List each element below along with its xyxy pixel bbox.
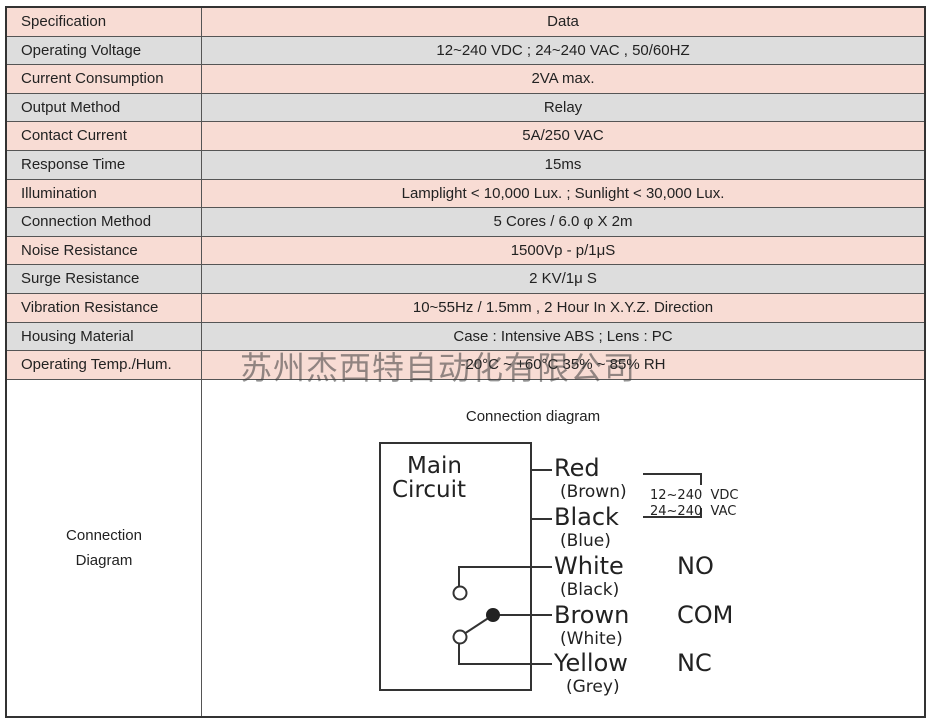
row-label: Vibration Resistance [7,294,202,322]
wire-brown-label: Brown [554,601,629,629]
connection-diagram-row: Connection Diagram Connection diagram [7,380,924,716]
contact-no-label: NO [677,552,714,580]
table-row: Connection Method 5 Cores / 6.0 φ X 2m [7,208,924,237]
table-row: Surge Resistance 2 KV/1μ S [7,265,924,294]
supply-ac-label: 24~240 VAC [650,504,736,519]
contact-nc-label: NC [677,649,712,677]
wiring-diagram: Main Circuit Red (Brown) Black (Blue) Wh… [379,442,739,697]
wire-black-alt: (Blue) [560,531,611,551]
main-label: Main [407,453,462,479]
wire-red-label: Red [554,454,600,482]
wire-yellow-alt: (Grey) [566,677,620,697]
row-label: Surge Resistance [7,265,202,293]
header-data: Data [547,13,579,30]
row-label: Housing Material [7,322,202,351]
row-label: Operating Voltage [7,36,202,65]
wire-black-label: Black [554,503,619,531]
row-value: Relay [543,98,583,116]
diagram-label-line1: Connection [66,527,142,544]
row-label: Operating Temp./Hum. [7,351,202,380]
row-label: Noise Resistance [7,236,202,265]
table-row: Operating Temp./Hum. -20°C ~ +60°C 35% ~… [7,351,924,381]
specification-table: Specification Data Operating Voltage 12~… [5,6,926,718]
row-value: Lamplight < 10,000 Lux. ; Sunlight < 30,… [401,184,725,202]
row-label: Output Method [7,93,202,122]
diagram-title: Connection diagram [465,408,601,425]
row-value: 15ms [544,156,582,173]
row-value: 10~55Hz / 1.5mm , 2 Hour In X.Y.Z. Direc… [412,299,714,316]
row-value: 1500Vp - p/1μS [510,241,616,259]
row-label: Response Time [7,151,202,179]
wire-brown-alt: (White) [560,629,623,649]
row-label: Connection Method [7,208,202,236]
table-row: Current Consumption 2VA max. [7,65,924,94]
circuit-label: Circuit [392,477,466,503]
contact-com-label: COM [677,601,733,629]
table-row: Noise Resistance 1500Vp - p/1μS [7,236,924,266]
row-value: 5A/250 VAC [522,127,604,145]
table-row: Operating Voltage 12~240 VDC ; 24~240 VA… [7,36,924,66]
table-row: Vibration Resistance 10~55Hz / 1.5mm , 2… [7,294,924,323]
row-value: 12~240 VDC ; 24~240 VAC , 50/60HZ [436,41,690,59]
connection-diagram-label: Connection Diagram [7,380,202,716]
row-value: 2 KV/1μ S [529,270,597,288]
com-terminal-dot [486,608,500,622]
diagram-label-line2: Diagram [75,552,133,569]
table-row: Contact Current 5A/250 VAC [7,122,924,151]
wire-white-alt: (Black) [560,580,619,600]
row-value: 5 Cores / 6.0 φ X 2m [493,213,633,231]
header-specification: Specification [7,8,202,36]
wire-red-alt: (Brown) [560,482,627,502]
row-value: 2VA max. [531,70,595,88]
wire-white-label: White [554,552,624,580]
diagram-area: Connection diagram [202,380,924,716]
table-row: Illumination Lamplight < 10,000 Lux. ; S… [7,179,924,209]
table-header-row: Specification Data [7,8,924,37]
row-value: Case : Intensive ABS ; Lens : PC [453,327,673,345]
table-row: Output Method Relay [7,93,924,123]
wire-yellow-label: Yellow [553,649,628,677]
row-label: Contact Current [7,122,202,150]
table-row: Response Time 15ms [7,151,924,180]
supply-dc-label: 12~240 VDC [650,488,739,503]
company-watermark: 苏州杰西特自动化有限公司 [240,349,637,387]
row-label: Illumination [7,179,202,208]
table-row: Housing Material Case : Intensive ABS ; … [7,322,924,352]
row-label: Current Consumption [7,65,202,93]
row-value: -20°C ~ +60°C 35% ~ 85% RH [460,356,666,374]
